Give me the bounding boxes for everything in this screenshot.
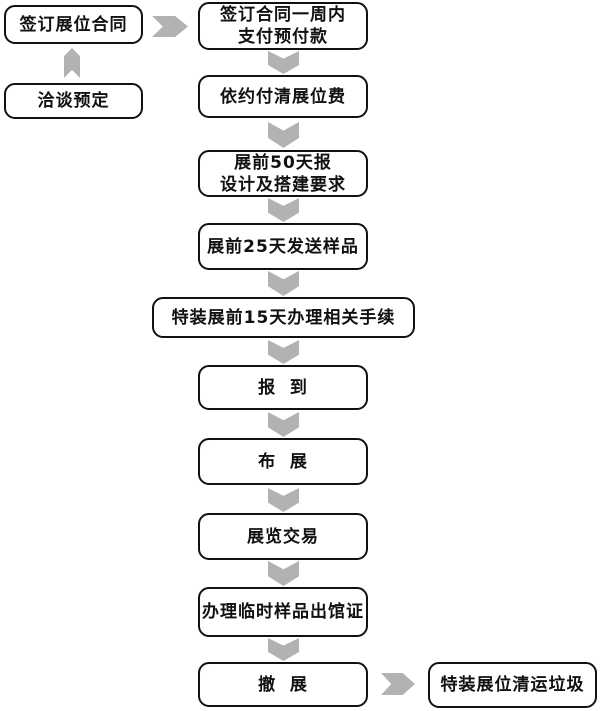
arrow-down-icon-5 [268,340,299,364]
node-exit-permit: 办理临时样品出馆证 [198,587,368,637]
node-send-samples: 展前25天发送样品 [198,223,368,270]
node-negotiate-reserve-label: 洽谈预定 [37,91,110,111]
node-dismantle-label: 撤 展 [258,674,308,695]
node-check-in: 报 到 [198,365,368,410]
node-send-samples-label: 展前25天发送样品 [207,236,359,257]
node-setup: 布 展 [198,438,368,485]
node-special-procedures-label: 特装展前15天办理相关手续 [171,307,396,328]
arrow-down-icon-1 [268,51,299,74]
node-garbage: 特装展位清运垃圾 [428,662,597,708]
arrow-up-icon [64,48,80,78]
node-pay-booth-fee: 依约付清展位费 [198,75,368,118]
node-dismantle: 撤 展 [198,662,368,707]
node-pay-advance-label: 签订合同一周内 支付预付款 [220,5,346,47]
node-trading: 展览交易 [198,513,368,560]
arrow-right-icon-top [152,16,188,37]
arrow-down-icon-3 [268,198,299,222]
node-design-requirements-label: 展前50天报 设计及搭建要求 [220,152,346,195]
node-pay-booth-fee-label: 依约付清展位费 [220,86,346,107]
arrow-down-icon-6 [268,412,299,437]
node-exit-permit-label: 办理临时样品出馆证 [202,602,364,622]
node-sign-contract-label: 签订展位合同 [19,14,128,35]
node-check-in-label: 报 到 [258,377,308,398]
node-special-procedures: 特装展前15天办理相关手续 [152,297,415,338]
node-setup-label: 布 展 [258,451,308,472]
arrow-down-icon-8 [268,561,299,586]
node-sign-contract: 签订展位合同 [4,5,143,44]
arrow-down-icon-2 [268,122,299,148]
node-trading-label: 展览交易 [247,526,319,547]
node-garbage-label: 特装展位清运垃圾 [440,675,585,695]
node-design-requirements: 展前50天报 设计及搭建要求 [198,150,368,197]
arrow-down-icon-7 [268,488,299,512]
node-pay-advance: 签订合同一周内 支付预付款 [198,2,368,50]
arrow-down-icon-9 [268,638,299,661]
arrow-down-icon-4 [268,271,299,296]
arrow-right-icon-bottom [381,673,415,695]
node-negotiate-reserve: 洽谈预定 [4,83,143,119]
